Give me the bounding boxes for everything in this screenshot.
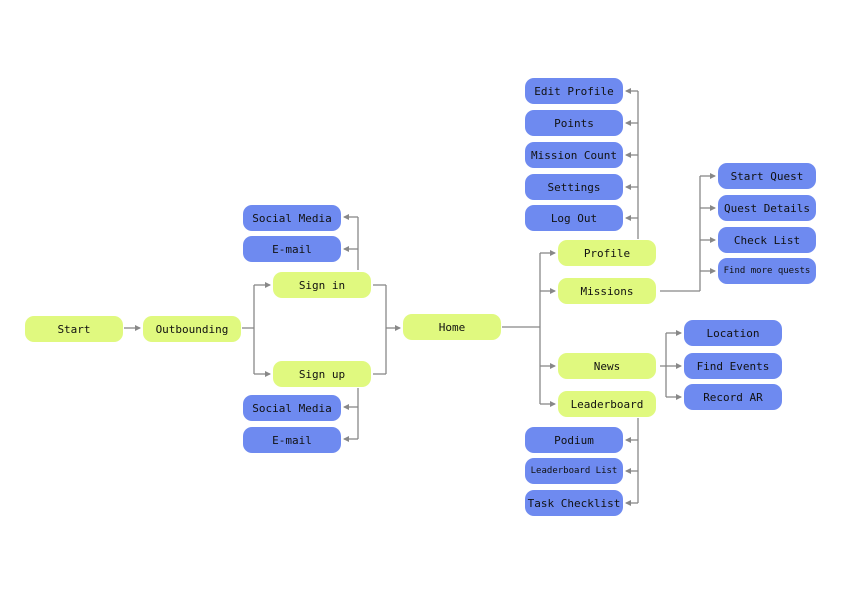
news-node[interactable]: News: [558, 353, 656, 379]
podium-node[interactable]: Podium: [525, 427, 623, 453]
find-events-node[interactable]: Find Events: [684, 353, 782, 379]
quest-details-node[interactable]: Quest Details: [718, 195, 816, 221]
sign-in-email-node[interactable]: E-mail: [243, 236, 341, 262]
home-node[interactable]: Home: [403, 314, 501, 340]
record-ar-node[interactable]: Record AR: [684, 384, 782, 410]
sign-up-social-media-node[interactable]: Social Media: [243, 395, 341, 421]
profile-node[interactable]: Profile: [558, 240, 656, 266]
start-quest-node[interactable]: Start Quest: [718, 163, 816, 189]
outbounding-node[interactable]: Outbounding: [143, 316, 241, 342]
settings-node[interactable]: Settings: [525, 174, 623, 200]
sign-up-email-node[interactable]: E-mail: [243, 427, 341, 453]
leaderboard-node[interactable]: Leaderboard: [558, 391, 656, 417]
sign-in-social-media-node[interactable]: Social Media: [243, 205, 341, 231]
missions-node[interactable]: Missions: [558, 278, 656, 304]
edit-profile-node[interactable]: Edit Profile: [525, 78, 623, 104]
task-checklist-node[interactable]: Task Checklist: [525, 490, 623, 516]
check-list-node[interactable]: Check List: [718, 227, 816, 253]
location-node[interactable]: Location: [684, 320, 782, 346]
sign-up-node[interactable]: Sign up: [273, 361, 371, 387]
log-out-node[interactable]: Log Out: [525, 205, 623, 231]
sign-in-node[interactable]: Sign in: [273, 272, 371, 298]
points-node[interactable]: Points: [525, 110, 623, 136]
leaderboard-list-node[interactable]: Leaderboard List: [525, 458, 623, 484]
start-node[interactable]: Start: [25, 316, 123, 342]
mission-count-node[interactable]: Mission Count: [525, 142, 623, 168]
find-more-quests-node[interactable]: Find more quests: [718, 258, 816, 284]
